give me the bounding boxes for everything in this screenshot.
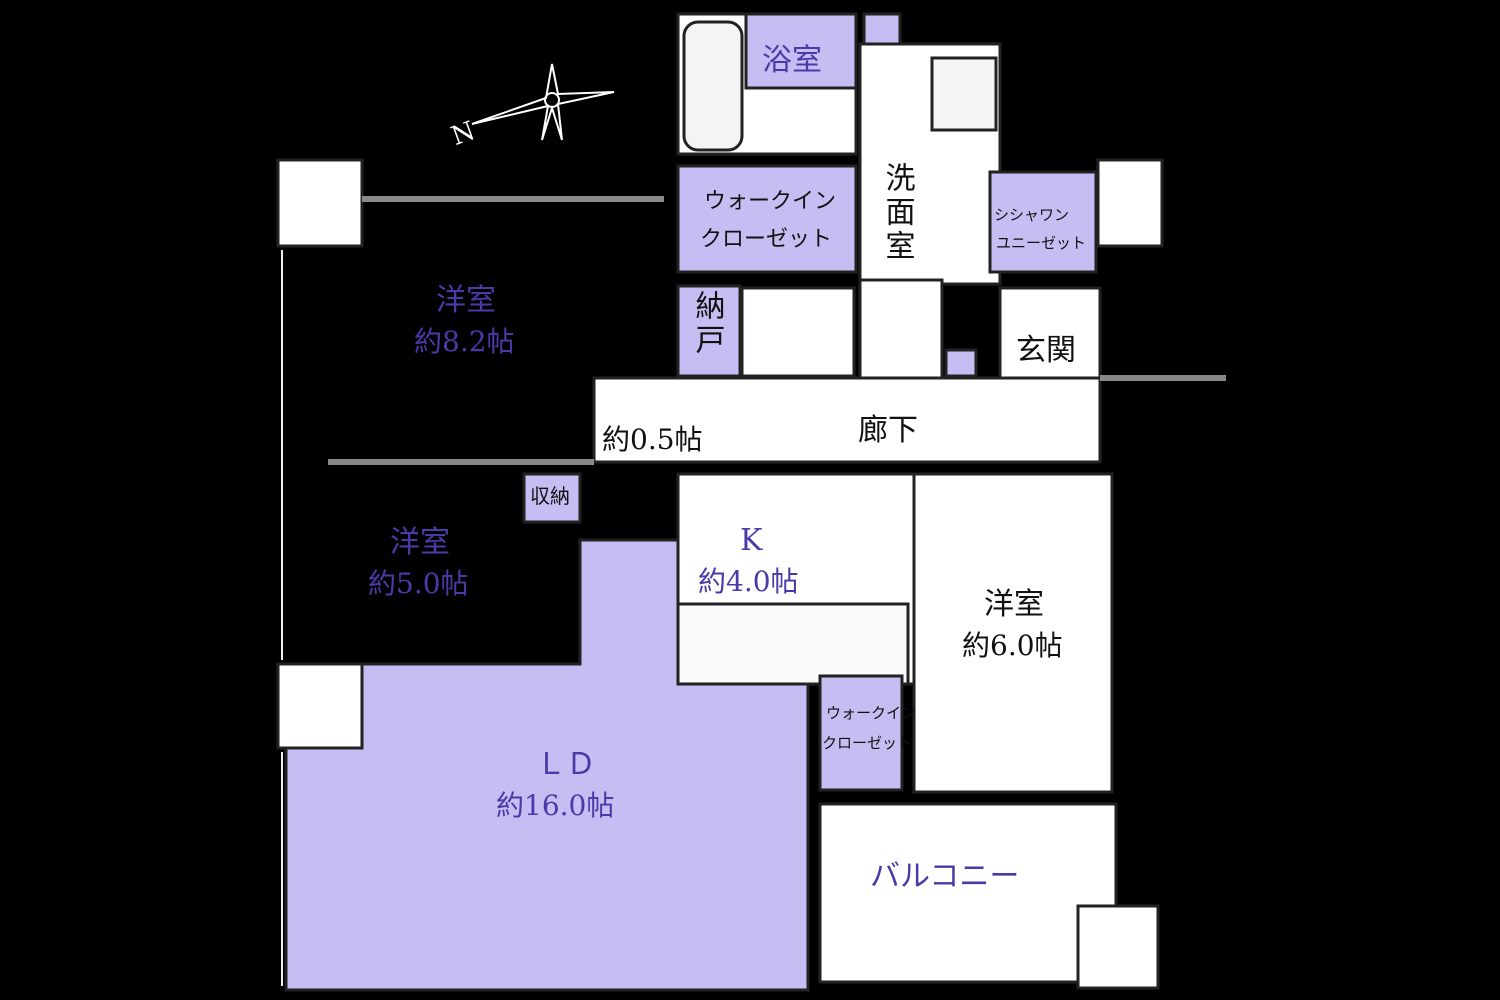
nando-size-label: 約0.5帖 — [602, 423, 703, 456]
ld-size: 約16.0帖 — [496, 789, 615, 822]
hallway-area — [592, 376, 1102, 464]
highlight-areas — [284, 12, 1098, 992]
wic-top-area — [676, 164, 858, 274]
closet-small-label: 収納 — [530, 484, 570, 508]
balcony-area — [818, 802, 1118, 984]
shower-closet-area — [988, 170, 1098, 274]
vent-small-1 — [862, 12, 902, 46]
pillar-bottom-right — [1076, 904, 1160, 990]
bath-label: 浴室 — [762, 43, 822, 78]
toilet-room — [740, 286, 856, 378]
kitchen-counter — [666, 602, 910, 686]
wic-top-label-1: ウォークイン — [704, 189, 837, 214]
entrance-area — [998, 286, 1102, 382]
pillar-top-right — [1096, 158, 1164, 248]
nando-area — [676, 284, 742, 378]
shower-closet-label-1: シシャワン — [994, 206, 1070, 224]
wic-bottom-area — [818, 674, 904, 792]
bath-label-area — [744, 12, 858, 90]
shower-closet-label-2: ユニーゼット — [996, 234, 1087, 252]
vent-small-2 — [944, 348, 978, 378]
wic-top-label-2: クローゼット — [700, 227, 833, 252]
wic-bottom-label-2: クローゼット — [822, 734, 913, 752]
western-60-size: 約6.0帖 — [962, 629, 1063, 662]
closet-small-area — [522, 472, 582, 524]
kitchen-label: K — [740, 523, 763, 558]
western-50-size: 約5.0帖 — [368, 567, 469, 600]
western-82-size: 約8.2帖 — [414, 325, 515, 358]
pillar-mid-left — [276, 662, 364, 750]
entrance-label: 玄関 — [1016, 333, 1076, 368]
western-82-label: 洋室 — [436, 283, 496, 318]
kitchen-size: 約4.0帖 — [698, 565, 799, 598]
bath-tub — [682, 20, 744, 152]
ld-area — [284, 538, 810, 992]
wall-lines — [328, 196, 1226, 465]
shower-area — [930, 56, 998, 132]
nando-label: 納戸 — [689, 290, 725, 358]
hall-upper — [858, 278, 944, 382]
western-60-label: 洋室 — [984, 587, 1044, 622]
hallway-label: 廊下 — [858, 413, 918, 448]
washroom-label: 洗面室 — [879, 162, 915, 264]
balcony-label: バルコニー — [870, 859, 1020, 894]
compass — [471, 63, 615, 141]
western-50-label: 洋室 — [390, 525, 450, 560]
western-60-area — [912, 472, 1114, 794]
ld-label: ＬＤ — [536, 747, 596, 782]
wic-bottom-label-1: ウォークイン — [826, 704, 917, 722]
pillar-top-left — [276, 158, 364, 248]
